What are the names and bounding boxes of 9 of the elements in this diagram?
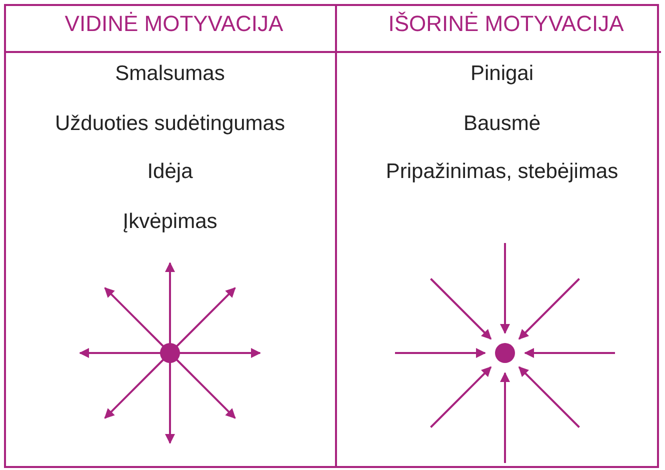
table-cell-text: Bausmė bbox=[462, 112, 542, 136]
table-cell-text: Užduoties sudėtingumas bbox=[54, 112, 286, 136]
table-cell-text: Įkvėpimas bbox=[122, 210, 218, 234]
table-cell-text: Idėja bbox=[146, 160, 194, 184]
table-cell-text: Pinigai bbox=[469, 62, 535, 86]
table-cell-text: Pripažinimas, stebėjimas bbox=[384, 160, 620, 184]
table-cell-text: Smalsumas bbox=[114, 62, 226, 86]
column-header: VIDINĖ MOTYVACIJA bbox=[64, 10, 284, 38]
column-header: IŠORINĖ MOTYVACIJA bbox=[387, 10, 625, 38]
